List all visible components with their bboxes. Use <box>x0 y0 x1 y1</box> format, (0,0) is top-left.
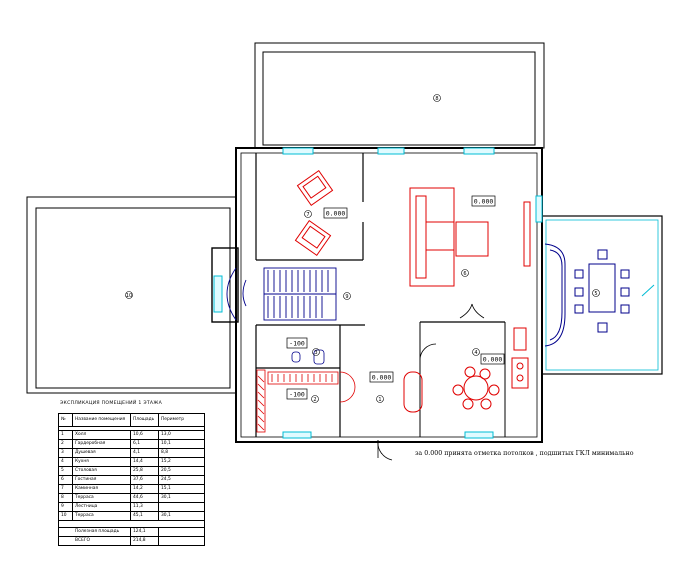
house-walls <box>211 147 543 443</box>
cell-number: 7 <box>59 485 73 493</box>
room-marker: 2 <box>313 397 316 403</box>
cell-area: 14,4 <box>131 458 159 466</box>
room-marker: 4 <box>474 350 477 356</box>
footer-value: 124,1 <box>131 528 159 536</box>
cell-perimeter: 8,8 <box>161 450 168 455</box>
cell-perimeter: 15,2 <box>161 459 171 464</box>
cell-number: 1 <box>59 431 73 439</box>
armchairs <box>294 170 334 256</box>
cell-perimeter: 15,1 <box>161 486 171 491</box>
cell-number: 8 <box>59 494 73 502</box>
cell-number: 10 <box>59 512 73 520</box>
cell-area: 10,6 <box>131 431 159 439</box>
header-perimeter: Периметр <box>161 417 185 422</box>
level-mark: 0.000 <box>474 198 494 206</box>
cell-area: 6,1 <box>131 440 159 448</box>
room-marker: 6 <box>463 271 466 277</box>
level-mark: -100 <box>289 340 305 348</box>
windows <box>213 147 543 439</box>
cell-room-name: Терраса <box>73 512 131 520</box>
room-marker: 1 <box>378 397 381 403</box>
cell-area: 4,1 <box>131 449 159 457</box>
header-number: № <box>59 414 73 426</box>
cell-room-name: Душевая <box>73 449 131 457</box>
cell-number: 9 <box>59 503 73 511</box>
wardrobe-hatch <box>256 369 356 433</box>
level-mark: -100 <box>289 391 305 399</box>
cell-room-name: Гостиная <box>73 476 131 484</box>
cell-room-name: Холл <box>73 431 131 439</box>
level-marks: 0.000 0.000 0.000 0.000 -100 -100 <box>286 195 505 400</box>
cell-perimeter: 24,5 <box>161 477 171 482</box>
cell-perimeter: 30,1 <box>161 495 171 500</box>
ceiling-note: за 0.000 принята отметка потолков , подш… <box>415 450 634 457</box>
cell-perimeter <box>159 503 189 511</box>
cell-room-name: Кухня <box>73 458 131 466</box>
header-area: Площадь <box>131 414 159 426</box>
right-dining-terrace <box>541 215 663 375</box>
room-marker: 3 <box>314 350 317 356</box>
upper-terrace <box>254 42 545 149</box>
cell-area: 11,3 <box>131 503 159 511</box>
cell-perimeter: 20,5 <box>161 468 171 473</box>
staircase <box>226 267 337 321</box>
cell-room-name: Гардеробная <box>73 440 131 448</box>
level-mark: 0.000 <box>326 210 346 218</box>
cell-area: 45,1 <box>131 512 159 520</box>
room-marker: 9 <box>345 294 348 300</box>
level-mark: 0.000 <box>483 356 503 364</box>
cell-area: 14,2 <box>131 485 159 493</box>
cell-room-name: Столовая <box>73 467 131 475</box>
room-marker: 5 <box>594 291 597 297</box>
cell-number: 4 <box>59 458 73 466</box>
header-room-name: Название помещения <box>73 414 131 426</box>
cell-area: 37,6 <box>131 476 159 484</box>
table-title: ЭКСПЛИКАЦИЯ ПОМЕЩЕНИЙ 1 ЭТАЖА <box>60 401 163 406</box>
cell-perimeter: 10,1 <box>161 441 171 446</box>
footer-label: Полезная площадь <box>59 528 131 536</box>
doors <box>377 303 485 461</box>
living-furniture <box>403 187 531 413</box>
footer-label: ВСЕГО <box>59 537 131 545</box>
cell-room-name: Лестница <box>73 503 131 511</box>
room-marker: 10 <box>126 293 132 299</box>
cell-area: 44,6 <box>131 494 159 502</box>
room-markers: 8 10 7 6 9 5 4 3 2 1 <box>125 94 600 403</box>
cell-room-name: Терраса <box>73 494 131 502</box>
cell-room-name: Каминная <box>73 485 131 493</box>
room-marker: 8 <box>435 96 438 102</box>
footer-value: 214,8 <box>131 537 159 545</box>
cell-number: 3 <box>59 449 73 457</box>
level-mark: 0.000 <box>372 374 392 382</box>
cell-number: 5 <box>59 467 73 475</box>
cell-number: 6 <box>59 476 73 484</box>
cell-area: 25,8 <box>131 467 159 475</box>
cell-perimeter: 30,1 <box>161 513 171 518</box>
cell-perimeter: 13,0 <box>161 432 171 437</box>
cell-number: 2 <box>59 440 73 448</box>
room-marker: 7 <box>306 212 309 218</box>
